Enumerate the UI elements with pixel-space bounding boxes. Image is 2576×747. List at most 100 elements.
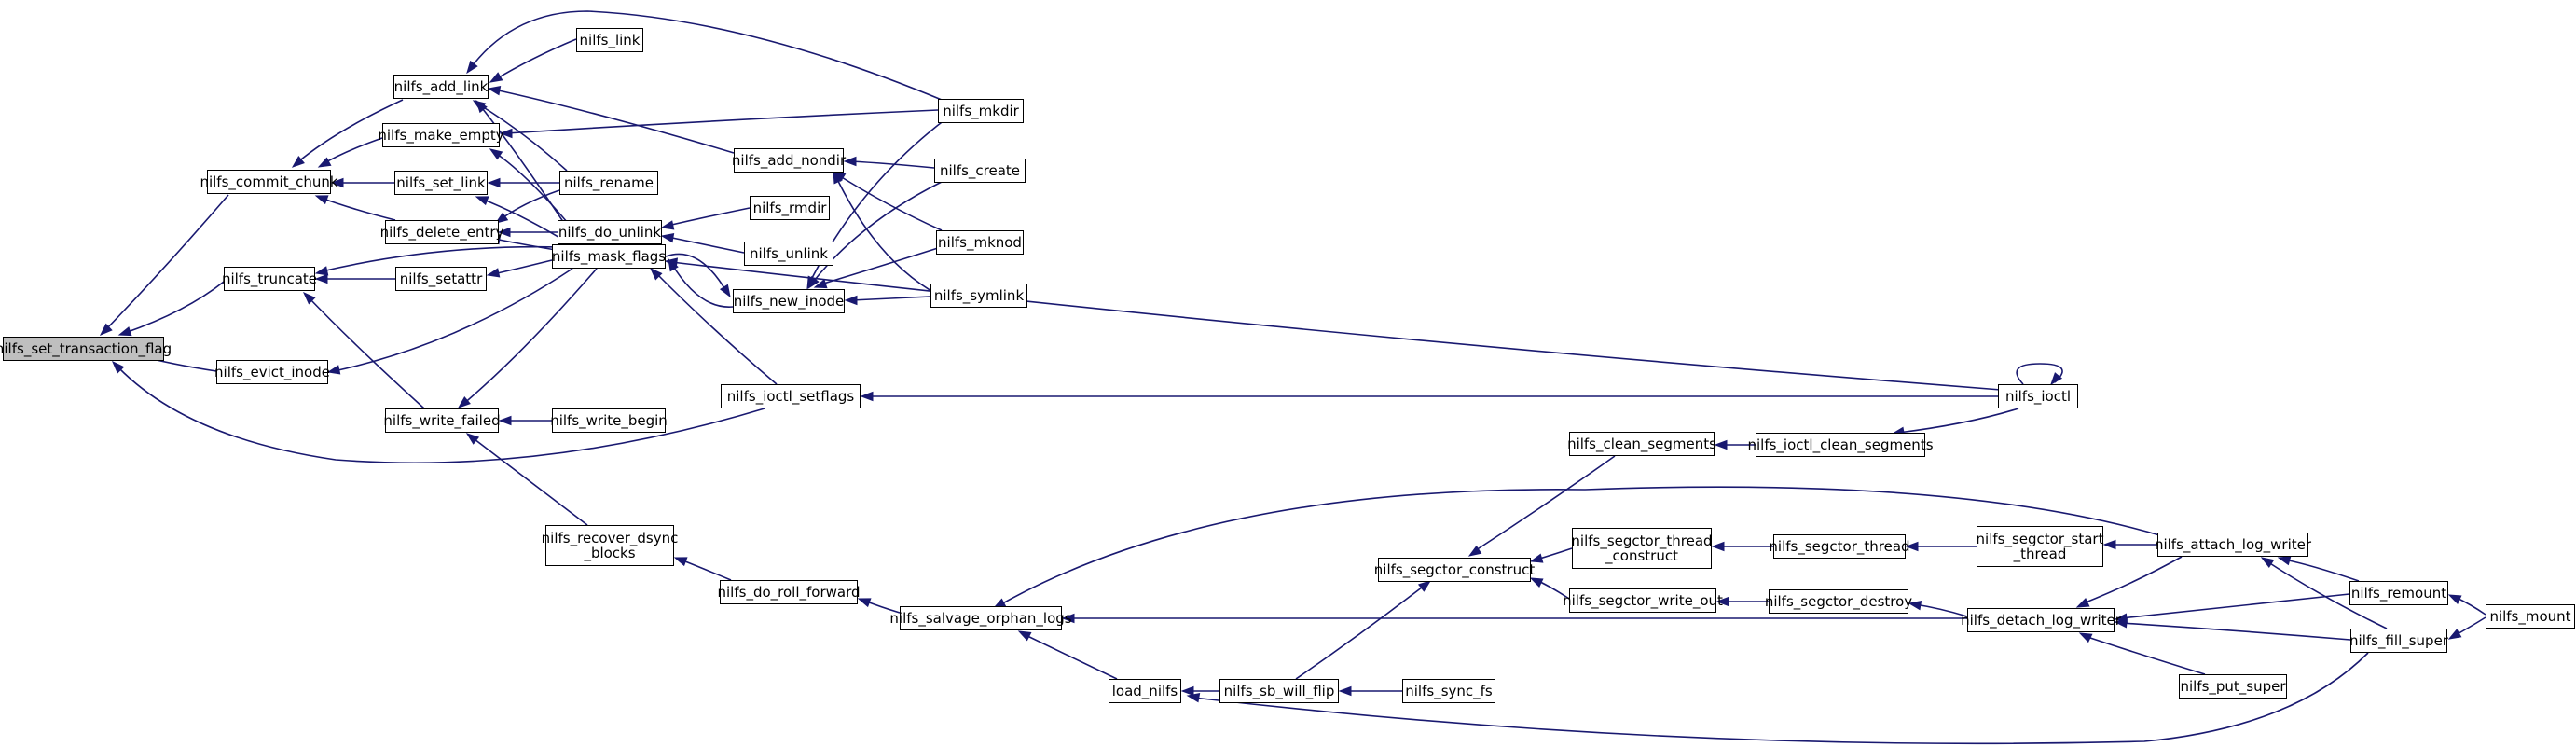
edge-mask-flags-to-truncate-arrowhead bbox=[314, 266, 329, 276]
edge-ioctl-to-mask-flags bbox=[670, 261, 2002, 391]
edge-remount-to-attach-log-writer-arrowhead bbox=[2277, 556, 2292, 566]
node-nilfs-link[interactable]: nilfs_link bbox=[576, 28, 643, 52]
edge-clean-segments-to-segctor-construct bbox=[1472, 455, 1616, 553]
edge-salvage-orphan-logs-to-do-roll-forward-arrowhead bbox=[857, 598, 872, 608]
edge-mkdir-to-add-link-arrowhead bbox=[466, 60, 478, 75]
node-nilfs-create[interactable]: nilfs_create bbox=[934, 159, 1026, 183]
node-nilfs-set-link[interactable]: nilfs_set_link bbox=[394, 171, 488, 195]
edge-do-unlink-to-delete-entry-arrowhead bbox=[497, 227, 511, 238]
arrowhead-layer bbox=[99, 60, 2462, 703]
node-nilfs-truncate[interactable]: nilfs_truncate bbox=[222, 267, 317, 291]
node-nilfs-mkdir[interactable]: nilfs_mkdir bbox=[938, 99, 1024, 123]
node-nilfs-sync-fs[interactable]: nilfs_sync_fs bbox=[1402, 679, 1495, 703]
edge-recover-dsync-blocks-to-write-failed-arrowhead bbox=[465, 433, 480, 445]
edge-write-begin-to-write-failed-arrowhead bbox=[498, 415, 512, 426]
node-nilfs-evict-inode[interactable]: nilfs_evict_inode bbox=[214, 360, 330, 384]
node-nilfs-do-unlink[interactable]: nilfs_do_unlink bbox=[558, 220, 662, 244]
edge-do-roll-forward-to-recover-dsync-blocks-arrowhead bbox=[673, 557, 688, 567]
edge-mount-to-fill-super-arrowhead bbox=[2447, 629, 2462, 640]
node-nilfs-recover-dsync-blocks[interactable]: nilfs_recover_dsync _blocks bbox=[542, 525, 678, 566]
node-nilfs-segctor-destroy[interactable]: nilfs_segctor_destroy bbox=[1765, 589, 1912, 614]
edge-detach-log-writer-to-salvage-orphan-logs-arrowhead bbox=[1061, 613, 1075, 624]
edge-detach-log-writer-to-segctor-destroy-arrowhead bbox=[1908, 601, 1922, 611]
edge-segctor-write-out-to-segctor-construct-arrowhead bbox=[1529, 577, 1544, 588]
edge-create-to-add-nondir-arrowhead bbox=[843, 156, 857, 167]
edge-ioctl-to-mask-flags-arrowhead bbox=[664, 257, 679, 268]
edge-segctor-thread-construct-to-segctor-construct-arrowhead bbox=[1529, 553, 1544, 563]
node-nilfs-segctor-construct[interactable]: nilfs_segctor_construct bbox=[1374, 558, 1535, 582]
node-nilfs-segctor-thread[interactable]: nilfs_segctor_thread bbox=[1769, 534, 1910, 559]
node-nilfs-do-roll-forward[interactable]: nilfs_do_roll_forward bbox=[718, 580, 861, 604]
edge-fill-super-to-load-nilfs-arrowhead bbox=[1186, 693, 1201, 703]
node-nilfs-new-inode[interactable]: nilfs_new_inode bbox=[733, 289, 845, 313]
edge-ioctl-setflags-to-set-transaction-flag bbox=[116, 365, 765, 464]
node-nilfs-add-link[interactable]: nilfs_add_link bbox=[393, 75, 489, 99]
node-nilfs-setattr[interactable]: nilfs_setattr bbox=[395, 267, 487, 291]
edge-sb-will-flip-to-segctor-construct-arrowhead bbox=[1417, 580, 1432, 592]
edge-truncate-to-set-transaction-flag bbox=[124, 281, 225, 334]
edge-rmdir-to-do-unlink-arrowhead bbox=[660, 220, 675, 230]
edge-set-link-to-commit-chunk-arrowhead bbox=[330, 177, 344, 188]
edge-make-empty-to-commit-chunk-arrowhead bbox=[317, 157, 332, 168]
edge-truncate-to-set-transaction-flag-arrowhead bbox=[117, 326, 132, 337]
edge-mask-flags-to-truncate bbox=[321, 245, 560, 272]
node-nilfs-sb-will-flip[interactable]: nilfs_sb_will_flip bbox=[1219, 679, 1339, 703]
edge-mask-flags-to-set-link-arrowhead bbox=[475, 196, 489, 206]
edge-sb-will-flip-to-segctor-construct bbox=[1295, 583, 1427, 680]
edge-attach-log-writer-to-detach-log-writer-arrowhead bbox=[2075, 597, 2090, 608]
node-nilfs-write-failed[interactable]: nilfs_write_failed bbox=[383, 408, 501, 433]
node-nilfs-commit-chunk[interactable]: nilfs_commit_chunk bbox=[200, 170, 338, 194]
edge-mask-flags-to-add-link-arrowhead bbox=[475, 99, 488, 114]
node-nilfs-rename[interactable]: nilfs_rename bbox=[559, 171, 658, 195]
edge-make-empty-to-commit-chunk bbox=[322, 137, 383, 165]
node-nilfs-symlink[interactable]: nilfs_symlink bbox=[930, 284, 1027, 308]
edge-new-inode-to-mask-flags bbox=[670, 262, 734, 308]
node-nilfs-ioctl-clean-segments[interactable]: nilfs_ioctl_clean_segments bbox=[1747, 433, 1934, 457]
edge-rename-to-delete-entry-arrowhead bbox=[494, 212, 509, 224]
node-nilfs-add-nondir[interactable]: nilfs_add_nondir bbox=[732, 148, 846, 173]
node-nilfs-put-super[interactable]: nilfs_put_super bbox=[2179, 674, 2287, 699]
node-nilfs-mount[interactable]: nilfs_mount bbox=[2486, 604, 2575, 629]
edge-symlink-to-new-inode bbox=[850, 296, 931, 301]
edge-create-to-new-inode-arrowhead bbox=[807, 275, 820, 290]
edge-clean-segments-to-segctor-construct-arrowhead bbox=[1467, 545, 1482, 557]
edge-add-link-to-commit-chunk bbox=[296, 99, 404, 164]
edge-fill-super-to-detach-log-writer bbox=[2120, 622, 2351, 641]
edge-remount-to-attach-log-writer bbox=[2283, 559, 2360, 582]
node-nilfs-write-begin[interactable]: nilfs_write_begin bbox=[550, 408, 668, 433]
edge-mount-to-remount-arrowhead bbox=[2447, 594, 2462, 605]
edge-remount-to-detach-log-writer bbox=[2120, 593, 2350, 619]
edge-link-to-add-link bbox=[493, 38, 577, 81]
edge-symlink-to-add-nondir bbox=[834, 174, 939, 296]
node-nilfs-segctor-thread-construct[interactable]: nilfs_segctor_thread _construct bbox=[1571, 528, 1713, 569]
edge-mkdir-to-add-link bbox=[469, 10, 943, 101]
edge-segctor-thread-to-segctor-thread-construct-arrowhead bbox=[1711, 541, 1725, 552]
node-nilfs-clean-segments[interactable]: nilfs_clean_segments bbox=[1567, 432, 1716, 456]
node-nilfs-salvage-orphan-logs[interactable]: nilfs_salvage_orphan_logs bbox=[889, 606, 1072, 630]
node-nilfs-attach-log-writer[interactable]: nilfs_attach_log_writer bbox=[2155, 533, 2311, 557]
node-nilfs-mknod[interactable]: nilfs_mknod bbox=[936, 230, 1024, 255]
edge-unlink-to-do-unlink bbox=[667, 236, 745, 254]
edge-rename-to-set-link-arrowhead bbox=[487, 177, 501, 188]
node-nilfs-rmdir[interactable]: nilfs_rmdir bbox=[750, 196, 830, 220]
node-load-nilfs[interactable]: load_nilfs bbox=[1109, 679, 1181, 703]
edge-mask-flags-to-new-inode bbox=[665, 253, 728, 294]
node-nilfs-ioctl[interactable]: nilfs_ioctl bbox=[1998, 384, 2078, 408]
node-nilfs-segctor-write-out[interactable]: nilfs_segctor_write_out bbox=[1563, 588, 1723, 613]
node-nilfs-fill-super[interactable]: nilfs_fill_super bbox=[2349, 629, 2448, 653]
edge-mask-flags-to-write-failed bbox=[461, 268, 598, 406]
node-nilfs-mask-flags[interactable]: nilfs_mask_flags bbox=[552, 244, 666, 269]
edge-ioctl-setflags-to-mask-flags bbox=[654, 270, 778, 385]
node-nilfs-segctor-start-thread[interactable]: nilfs_segctor_start _thread bbox=[1977, 526, 2103, 567]
node-nilfs-unlink[interactable]: nilfs_unlink bbox=[744, 242, 833, 266]
node-nilfs-ioctl-setflags[interactable]: nilfs_ioctl_setflags bbox=[721, 384, 861, 408]
edge-delete-entry-to-commit-chunk bbox=[320, 197, 396, 221]
node-nilfs-remount[interactable]: nilfs_remount bbox=[2349, 581, 2448, 605]
node-nilfs-detach-log-writer[interactable]: nilfs_detach_log_writer bbox=[1961, 608, 2121, 632]
edge-mask-flags-to-setattr bbox=[492, 259, 553, 275]
edge-layer bbox=[103, 10, 2486, 745]
edge-add-nondir-to-add-link bbox=[493, 89, 735, 154]
node-nilfs-make-empty[interactable]: nilfs_make_empty bbox=[378, 123, 504, 147]
node-nilfs-delete-entry[interactable]: nilfs_delete_entry bbox=[380, 220, 503, 244]
